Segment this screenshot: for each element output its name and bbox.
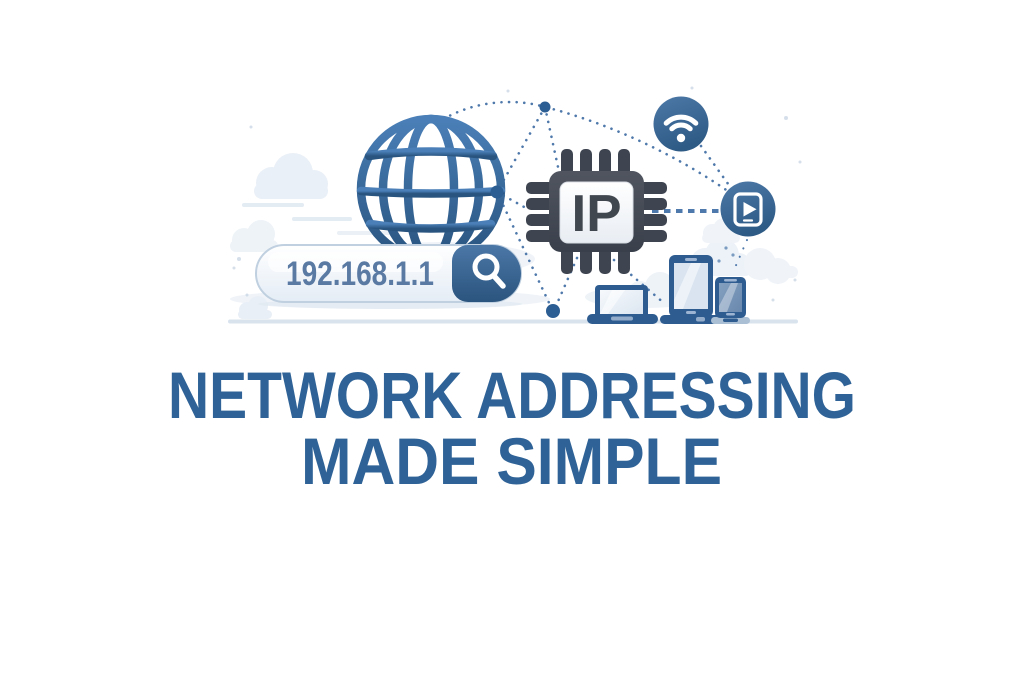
network-node-dot — [490, 185, 504, 199]
dotted-line-wifi-to-media — [699, 144, 733, 190]
cloud-shape — [254, 153, 328, 199]
network-node-dots — [490, 101, 560, 318]
chip-label: IP — [572, 185, 622, 243]
dotted-line-node-b-to-chip — [495, 190, 528, 210]
dotted-line-media-to-devices — [733, 239, 748, 271]
dotted-line-node-a-to-chip — [543, 105, 560, 169]
ip-chip-icon: IP — [526, 149, 667, 274]
dotted-connectors — [435, 100, 748, 309]
laptop-icon — [587, 285, 658, 324]
headline-line-1: NETWORK ADDRESSING — [168, 358, 856, 432]
magnifier-icon — [472, 253, 506, 289]
cloud-shape — [238, 296, 272, 319]
headline-line-2: MADE SIMPLE — [301, 424, 722, 498]
cloud-shape — [230, 220, 278, 252]
chip-inner-face — [559, 181, 634, 244]
sparkle-dots — [717, 246, 735, 263]
dotted-arc-globe-to-media — [435, 100, 734, 196]
media-play-icon — [720, 181, 776, 237]
network-node-dot — [539, 101, 551, 113]
cloud-shape — [744, 248, 798, 284]
smartphone-icon — [711, 277, 750, 324]
dotted-line-node-b-to-node-c — [495, 190, 553, 309]
dotted-line-chip-to-node-c — [554, 256, 579, 308]
search-bar-highlight — [268, 252, 443, 272]
wifi-icon — [653, 96, 709, 152]
headline: NETWORK ADDRESSING MADE SIMPLE — [168, 358, 856, 498]
dotted-line-node-a-to-node-b — [495, 105, 547, 194]
ip-address-text: 192.168.1.1 — [286, 255, 434, 293]
network-node-dot — [546, 304, 560, 318]
tablet-icon — [660, 255, 722, 324]
background-specks — [232, 86, 802, 302]
address-search-bar: 192.168.1.1 — [255, 244, 522, 309]
